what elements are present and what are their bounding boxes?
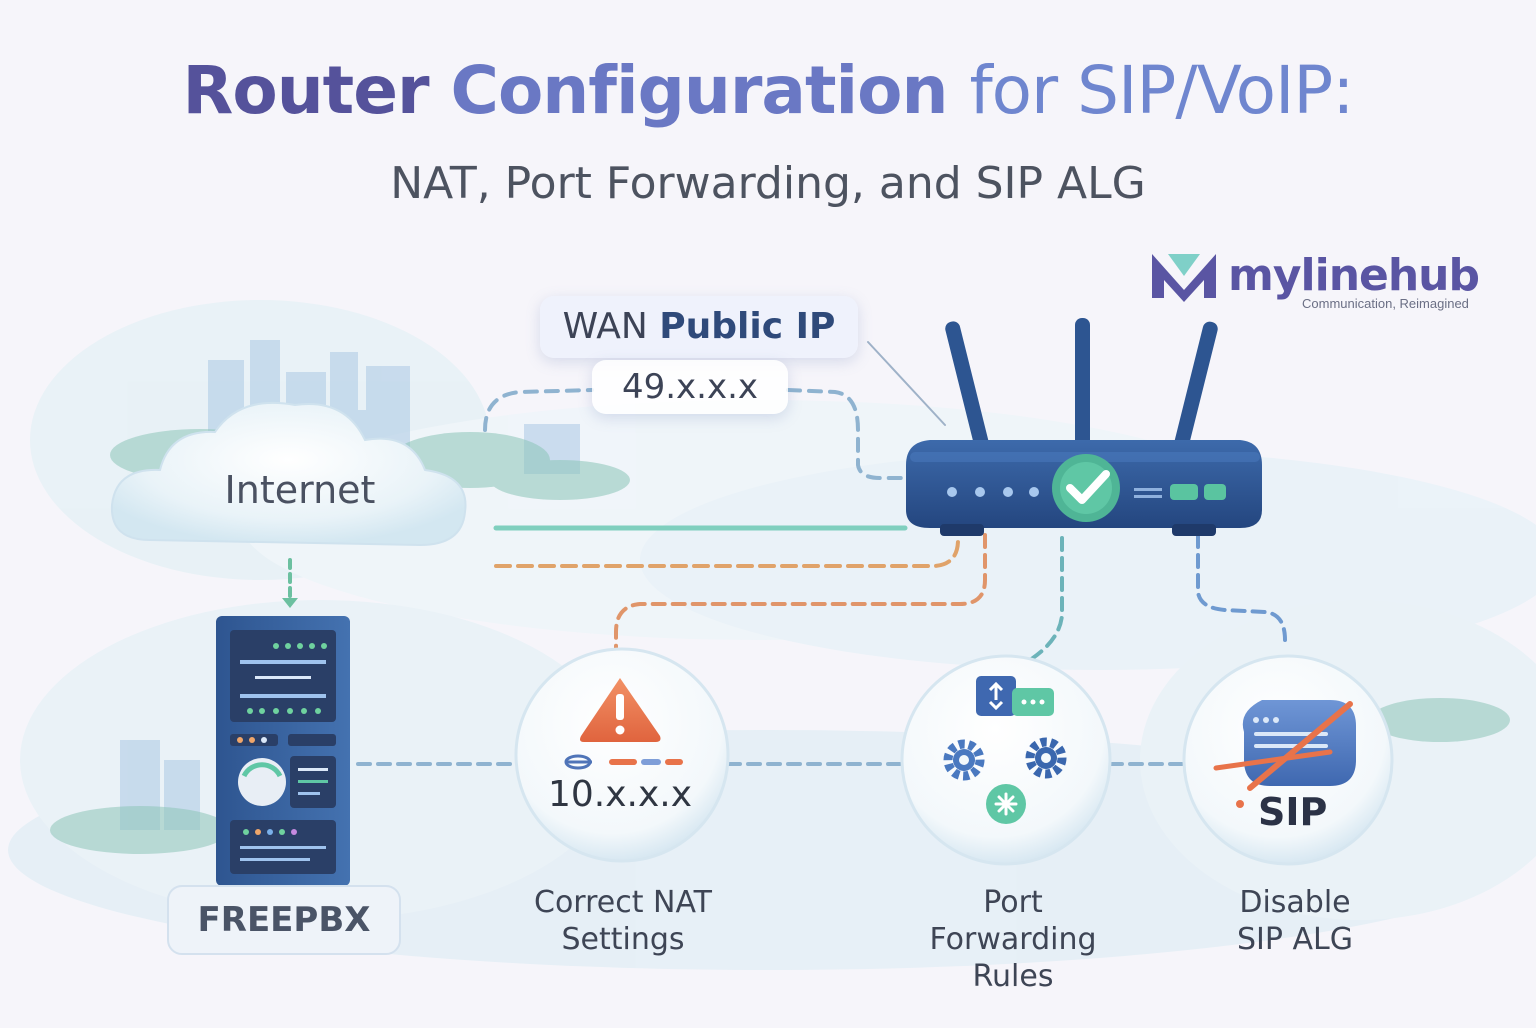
port-panel-icon (976, 676, 1054, 716)
page-subtitle: NAT, Port Forwarding, and SIP ALG (390, 158, 1146, 209)
warning-icon (580, 678, 661, 742)
port-forwarding-caption: Port Forwarding Rules (900, 884, 1126, 995)
pf-caption-line-2: Forwarding (929, 922, 1097, 957)
alg-caption-line-2: SIP ALG (1236, 922, 1353, 957)
alg-caption-line-1: Disable (1239, 885, 1351, 920)
nat-bubble (514, 647, 730, 863)
brand-logo: mylinehub Communication, Reimagined (1150, 248, 1500, 318)
sip-badge-text: SIP (1258, 790, 1328, 834)
server-icon (216, 616, 350, 886)
wan-ip-value: 49.x.x.x (592, 360, 788, 414)
connector-lines (282, 341, 1287, 766)
wan-label-prefix: WAN (562, 306, 648, 347)
brand-logo-mark (1152, 254, 1216, 302)
port-forwarding-bubble (900, 654, 1112, 866)
title-part-configuration: Configuration (450, 52, 949, 129)
internet-label: Internet (224, 468, 376, 512)
internet-cloud (110, 401, 467, 547)
disabled-slash-icon (1213, 701, 1353, 808)
freepbx-label: FREEPBX (197, 900, 371, 940)
nat-caption: Correct NAT Settings (500, 884, 746, 958)
check-icon (1052, 454, 1120, 522)
nat-caption-line-2: Settings (561, 922, 685, 957)
nat-caption-line-1: Correct NAT (534, 885, 712, 920)
title-part-sip-voip: for SIP/VoIP: (969, 52, 1354, 129)
page-title: Router Configuration for SIP/VoIP: (0, 52, 1536, 129)
wan-label: WAN Public IP (540, 296, 858, 358)
router-icon (906, 318, 1262, 536)
wan-link-left (483, 388, 594, 432)
wan-pointer (867, 341, 946, 426)
title-part-router: Router (182, 52, 430, 129)
pf-caption-line-3: Rules (972, 959, 1054, 994)
brand-name: mylinehub (1228, 250, 1480, 301)
router-nat-link (614, 533, 987, 662)
freepbx-label-box (167, 885, 401, 955)
router-pf-link (1028, 536, 1064, 662)
routing-badge-icon (986, 784, 1026, 824)
brand-tagline: Communication, Reimagined (1302, 296, 1469, 311)
sip-alg-caption: Disable SIP ALG (1180, 884, 1410, 958)
internet-router-dashed (494, 538, 960, 568)
pf-caption-line-1: Port (983, 885, 1043, 920)
gear-icon (943, 739, 985, 781)
wan-link-right (786, 388, 910, 480)
wan-label-bold: Public IP (659, 306, 836, 347)
gear-icon-secondary (1025, 737, 1067, 779)
router-alg-link (1196, 533, 1287, 642)
nat-private-ip: 10.x.x.x (547, 774, 693, 815)
network-link-icon (564, 754, 683, 770)
